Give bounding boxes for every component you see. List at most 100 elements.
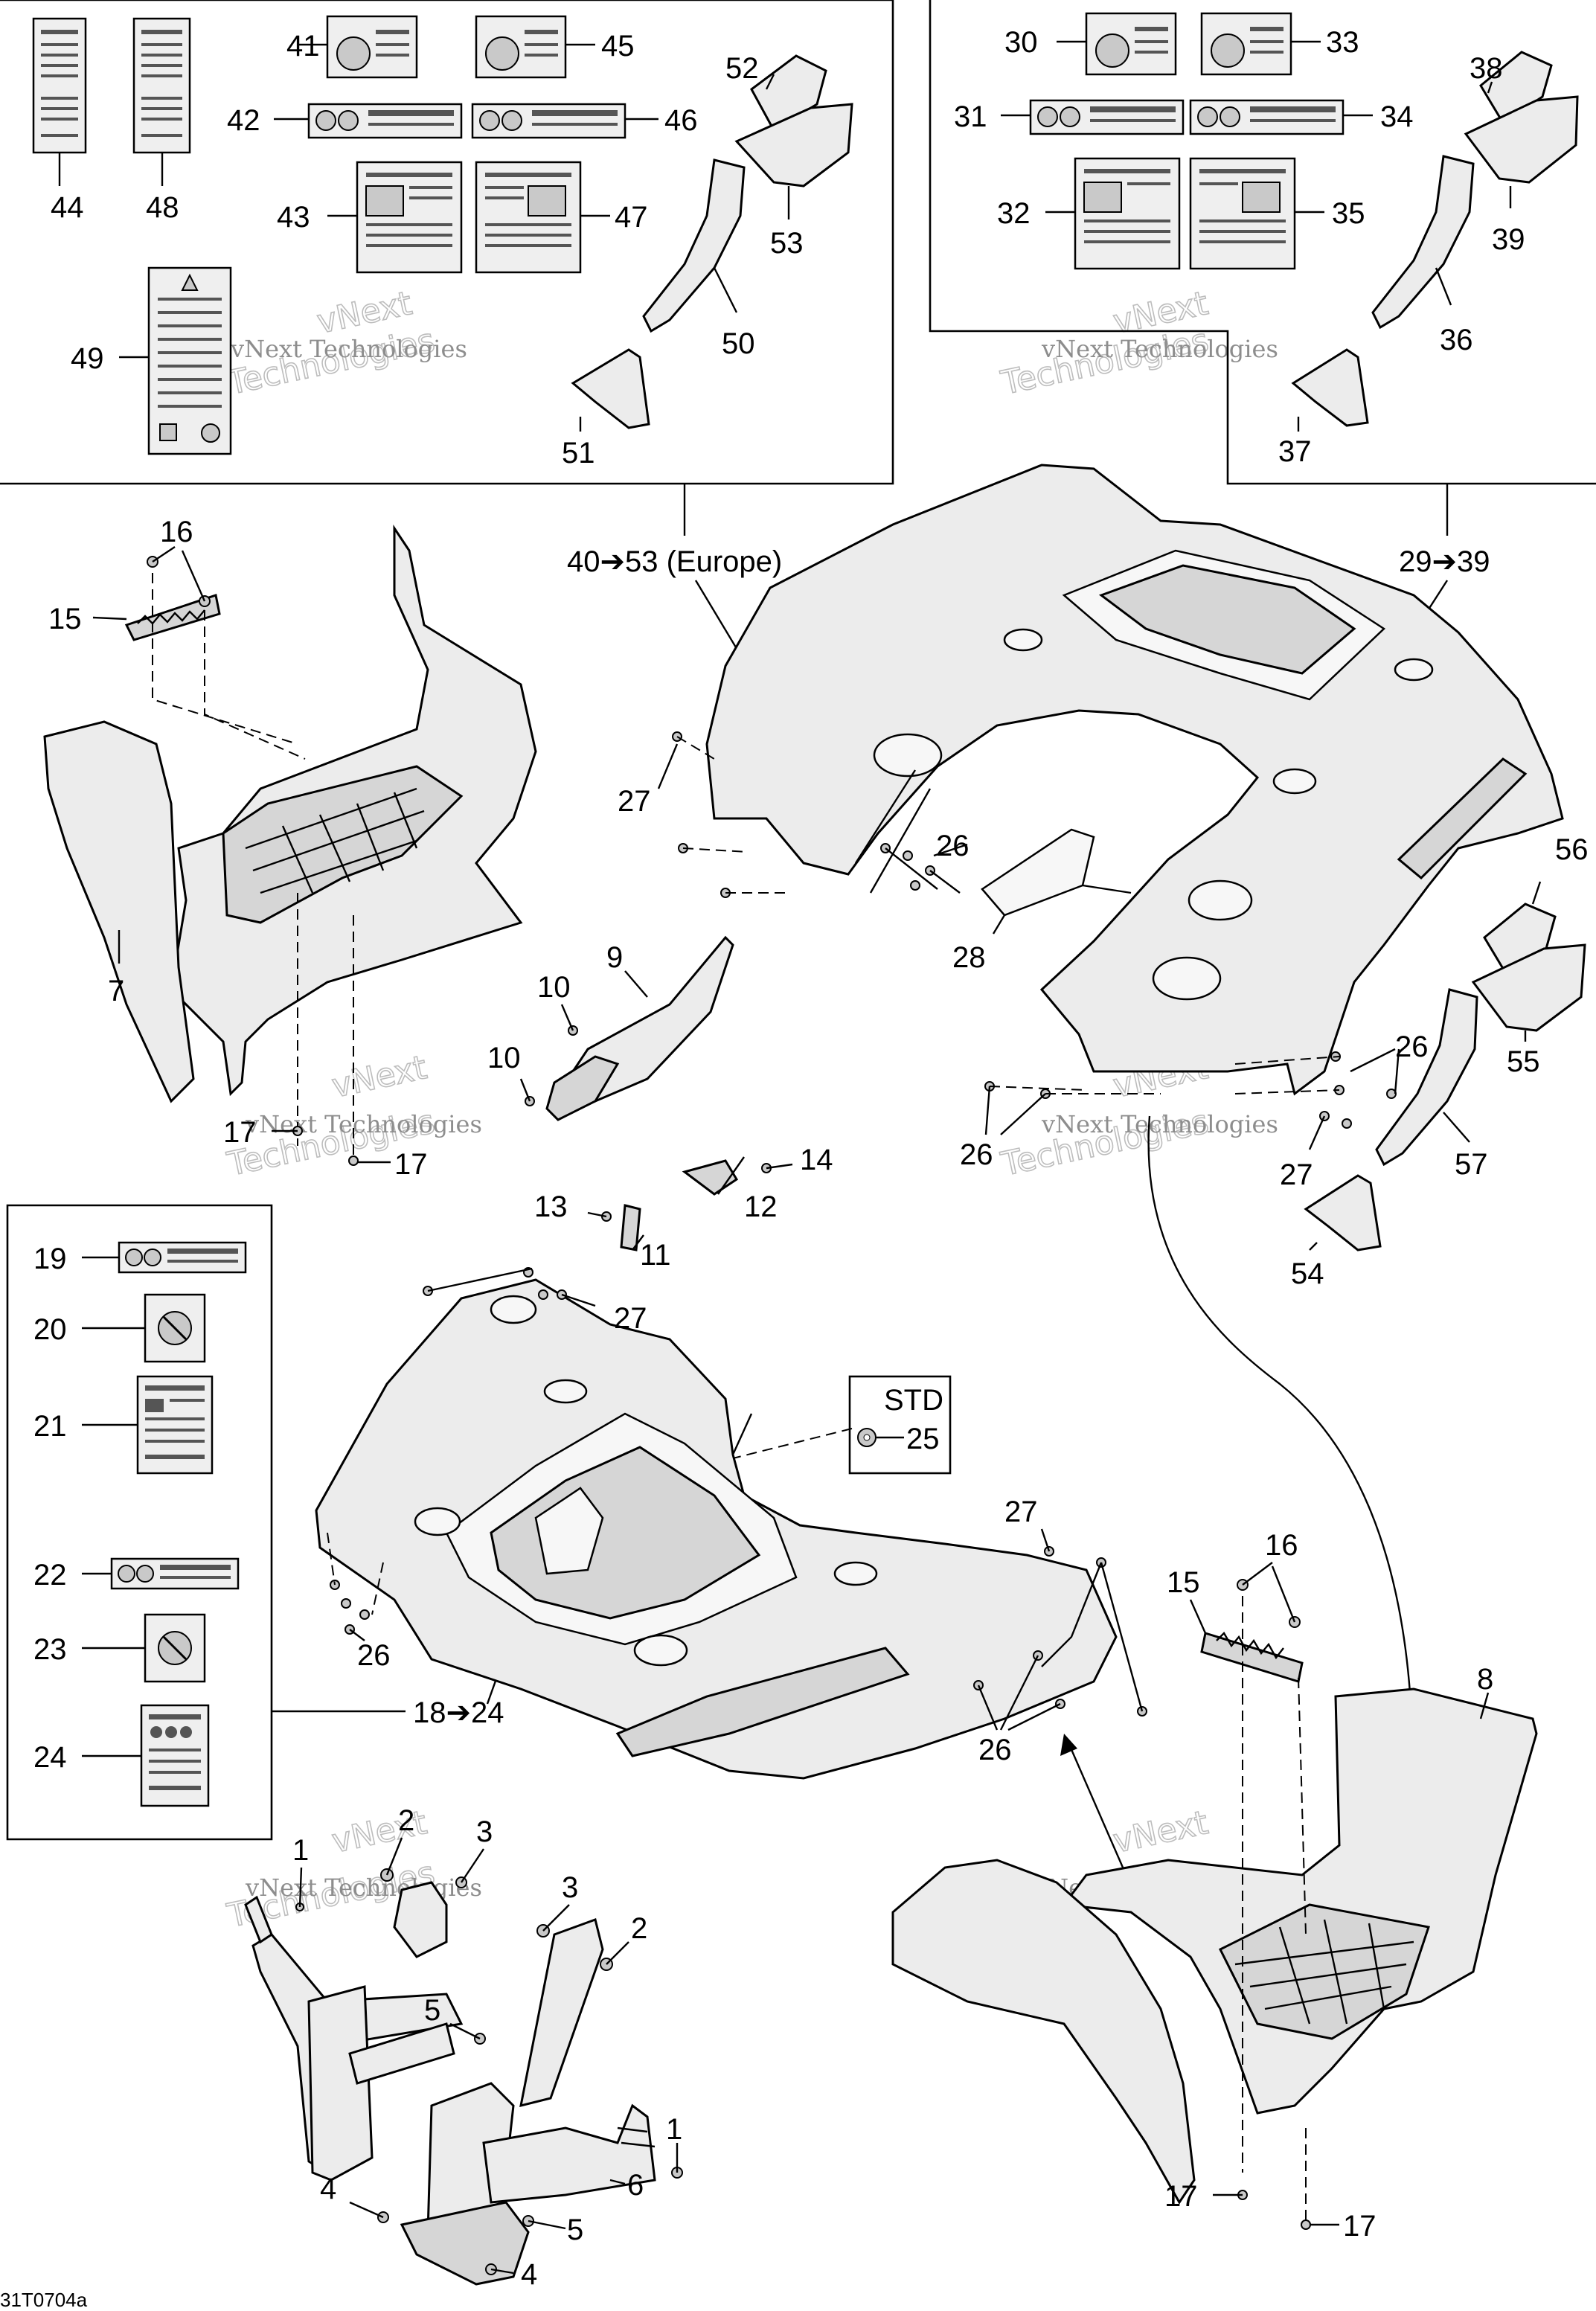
assembly-link-curve [1147, 1115, 1411, 1693]
watermark-line1: vNext [329, 1804, 430, 1861]
callout-38: 38 [1470, 52, 1503, 85]
decal-35 [1189, 157, 1296, 270]
callout-15: 15 [48, 603, 82, 635]
callout-43: 43 [277, 201, 310, 234]
callout-44: 44 [51, 191, 84, 224]
callout-14: 14 [800, 1144, 833, 1176]
callout-22: 22 [33, 1559, 67, 1592]
callout-27b: 27 [1280, 1158, 1313, 1191]
bumper-upper-bracket-right [519, 1918, 604, 2108]
callout-17a: 17 [223, 1116, 257, 1149]
watermark: vNext Technologies vNext Technologies [997, 283, 1278, 403]
callout-45: 45 [601, 30, 635, 62]
part-53 [734, 103, 853, 187]
callout-26b: 26 [960, 1138, 993, 1171]
callout-4b: 4 [521, 2258, 537, 2291]
bracket-assembly: 9 10 10 12 14 11 13 [487, 935, 833, 1272]
watermark-caption: vNext Technologies [230, 335, 467, 363]
callout-55: 55 [1507, 1045, 1540, 1078]
callout-51: 51 [562, 437, 595, 469]
callout-57: 57 [1455, 1148, 1488, 1181]
group-label-29-39: 29➔39 [1399, 545, 1490, 578]
callout-13: 13 [534, 1190, 568, 1223]
std-box [848, 1375, 952, 1475]
callout-33: 33 [1326, 26, 1359, 59]
bumper-skid [400, 2201, 530, 2286]
callout-21: 21 [33, 1410, 67, 1443]
decal-24 [140, 1704, 210, 1807]
right-footwell: 8 15 16 17 17 [891, 1529, 1538, 2243]
part-57 [1375, 988, 1478, 1167]
part-37 [1291, 348, 1369, 427]
decal-48 [132, 17, 191, 154]
callout-42: 42 [227, 104, 260, 137]
callout-17c: 17 [1164, 2180, 1198, 2213]
watermark-line1: vNext [1110, 1804, 1211, 1861]
callout-36: 36 [1440, 324, 1473, 356]
watermark-caption: vNext Technologies [1041, 335, 1278, 363]
callout-10b: 10 [487, 1042, 521, 1074]
front-fender-storage-well [490, 1446, 761, 1620]
reference-code: 31T0704a [0, 2289, 88, 2311]
part-11 [620, 1204, 641, 1251]
callout-6: 6 [627, 2169, 644, 2202]
decal-32 [1074, 157, 1181, 270]
callout-41: 41 [286, 30, 320, 62]
callout-25: 25 [906, 1423, 940, 1455]
watermark-caption: vNext Technologies [245, 1874, 482, 1902]
group-label-europe: 40➔53 (Europe) [567, 545, 782, 578]
callout-17d: 17 [1343, 2210, 1377, 2243]
callout-26e: 26 [978, 1734, 1012, 1766]
part-39 [1464, 95, 1579, 184]
part-15 [124, 594, 221, 641]
callout-10a: 10 [537, 971, 571, 1004]
bumper-right-tube [482, 2103, 656, 2204]
callout-3a: 3 [476, 1815, 493, 1848]
watermark-line1: vNext [329, 1048, 430, 1106]
group-label-18-24: 18➔24 [413, 1696, 504, 1729]
decal-47 [475, 161, 582, 274]
callout-48: 48 [146, 191, 179, 224]
callout-12: 12 [744, 1190, 778, 1223]
rear-fender-storage-well [1098, 564, 1356, 675]
watermark-caption: vNext Technologies [1041, 1110, 1278, 1138]
callout-27a: 27 [618, 785, 651, 818]
callout-30: 30 [1004, 26, 1038, 59]
callout-27d: 27 [1004, 1496, 1038, 1528]
part-38 [1479, 51, 1553, 125]
part-54 [1304, 1174, 1382, 1251]
callout-7: 7 [108, 975, 124, 1007]
decal-44 [32, 17, 87, 154]
footwell-panel-right [1062, 1687, 1538, 2115]
callout-26d: 26 [357, 1639, 391, 1672]
callout-26c: 26 [1395, 1031, 1429, 1063]
kit-frame [0, 0, 894, 485]
part-55 [1471, 943, 1586, 1032]
callout-17b: 17 [394, 1148, 428, 1181]
part-36 [1371, 155, 1475, 330]
callout-20: 20 [33, 1313, 67, 1346]
footwell-grid [222, 765, 464, 924]
callout-50: 50 [722, 327, 755, 360]
callout-5b: 5 [567, 2214, 583, 2246]
callout-35: 35 [1332, 197, 1365, 230]
watermark: vNext Technologies vNext Technologies [223, 283, 467, 403]
part-52 [750, 54, 827, 132]
footwell-grid-right [1218, 1903, 1430, 2040]
watermark-caption: vNext Technologies [245, 1110, 482, 1138]
callout-46: 46 [664, 104, 698, 137]
callout-2b: 2 [631, 1912, 647, 1945]
callout-53: 53 [770, 227, 804, 260]
std-label: STD [884, 1384, 943, 1417]
callout-5a: 5 [424, 1994, 440, 2027]
callout-26a: 26 [936, 830, 970, 862]
callout-34: 34 [1380, 100, 1414, 133]
part-7 [43, 720, 195, 1103]
callout-37: 37 [1278, 435, 1312, 468]
part-50 [642, 158, 746, 333]
callout-54: 54 [1291, 1257, 1324, 1290]
front-decal-kit-box: 18➔24 19 20 21 22 23 24 [6, 1204, 507, 1841]
callout-32: 32 [997, 197, 1031, 230]
part-51 [571, 348, 650, 429]
